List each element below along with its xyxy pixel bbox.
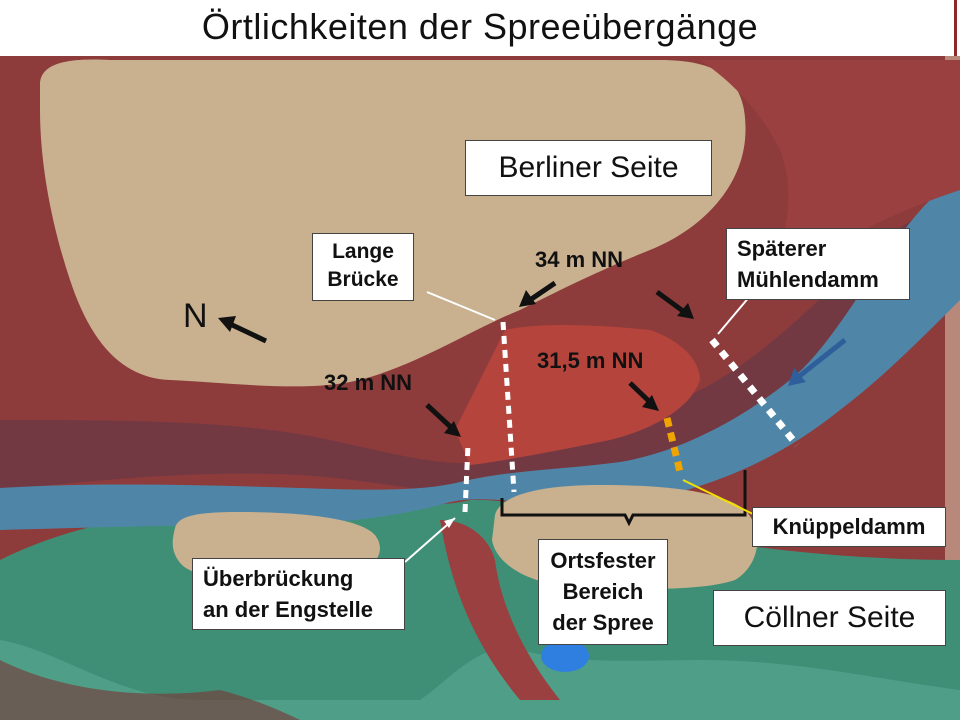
- north-label: N: [183, 297, 208, 335]
- berliner-seite-text: Berliner Seite: [498, 151, 679, 184]
- title-border: [954, 0, 957, 56]
- ortsfester-line1: Ortsfester: [550, 548, 656, 573]
- lowland-red-band: [0, 660, 300, 720]
- brace-ortsfester: [500, 470, 747, 527]
- lange-bruecke-line: [500, 321, 517, 493]
- lange-bruecke-line2: Brücke: [327, 268, 399, 291]
- leader-lange-bruecke: [426, 291, 496, 321]
- coellner-seite-label: Cöllner Seite: [713, 590, 946, 646]
- title-bar: Örtlichkeiten der Spreeübergänge: [0, 0, 960, 56]
- knueppeldamm-line: [663, 417, 685, 477]
- elevation-arrow-icon: [425, 280, 694, 437]
- elevation-34-label: 34 m NN: [535, 247, 624, 272]
- ortsfester-bereich-label: Ortsfester Bereich der Spree: [538, 539, 668, 645]
- river-spree: [0, 185, 960, 530]
- coellner-seite-text: Cöllner Seite: [743, 601, 916, 634]
- spaeterer-line2: Mühlendamm: [737, 267, 879, 292]
- north-arrow-icon: [218, 316, 268, 344]
- map-title: Örtlichkeiten der Spreeübergänge: [201, 6, 759, 47]
- leader-ueberbrueckung-head: [444, 518, 455, 528]
- ueberbrueckung-line1: Überbrückung: [203, 566, 354, 591]
- pond: [541, 640, 589, 672]
- spaeterer-muehlendamm-label: Späterer Mühlendamm: [726, 228, 910, 300]
- ortsfester-line3: der Spree: [552, 610, 654, 635]
- leader-knueppeldamm: [682, 479, 756, 516]
- muehlendamm-line: [709, 337, 800, 448]
- slope-band: [0, 190, 960, 500]
- spaeterer-line1: Späterer: [737, 236, 827, 261]
- lange-bruecke-line1: Lange: [332, 240, 394, 263]
- leader-muehlendamm: [717, 295, 751, 335]
- upper-ridge: [700, 60, 960, 300]
- berliner-seite-label: Berliner Seite: [465, 140, 712, 196]
- ueberbrueckung-label: Überbrückung an der Engstelle: [192, 558, 405, 630]
- leader-ueberbrueckung: [404, 517, 456, 563]
- ueberbrueckung-line: [462, 444, 471, 513]
- elevation-315-label: 31,5 m NN: [537, 348, 644, 373]
- ueberbrueckung-line2: an der Engstelle: [203, 597, 373, 622]
- flow-direction-arrow-icon: [788, 338, 847, 386]
- elevation-32-label: 32 m NN: [324, 370, 413, 395]
- coelln-ridge: [440, 520, 560, 700]
- knueppeldamm-text: Knüppeldamm: [772, 514, 926, 539]
- ford-area: [455, 325, 700, 465]
- knueppeldamm-label: Knüppeldamm: [752, 507, 946, 547]
- lange-bruecke-label: Lange Brücke: [312, 233, 414, 301]
- ortsfester-line2: Bereich: [562, 579, 644, 604]
